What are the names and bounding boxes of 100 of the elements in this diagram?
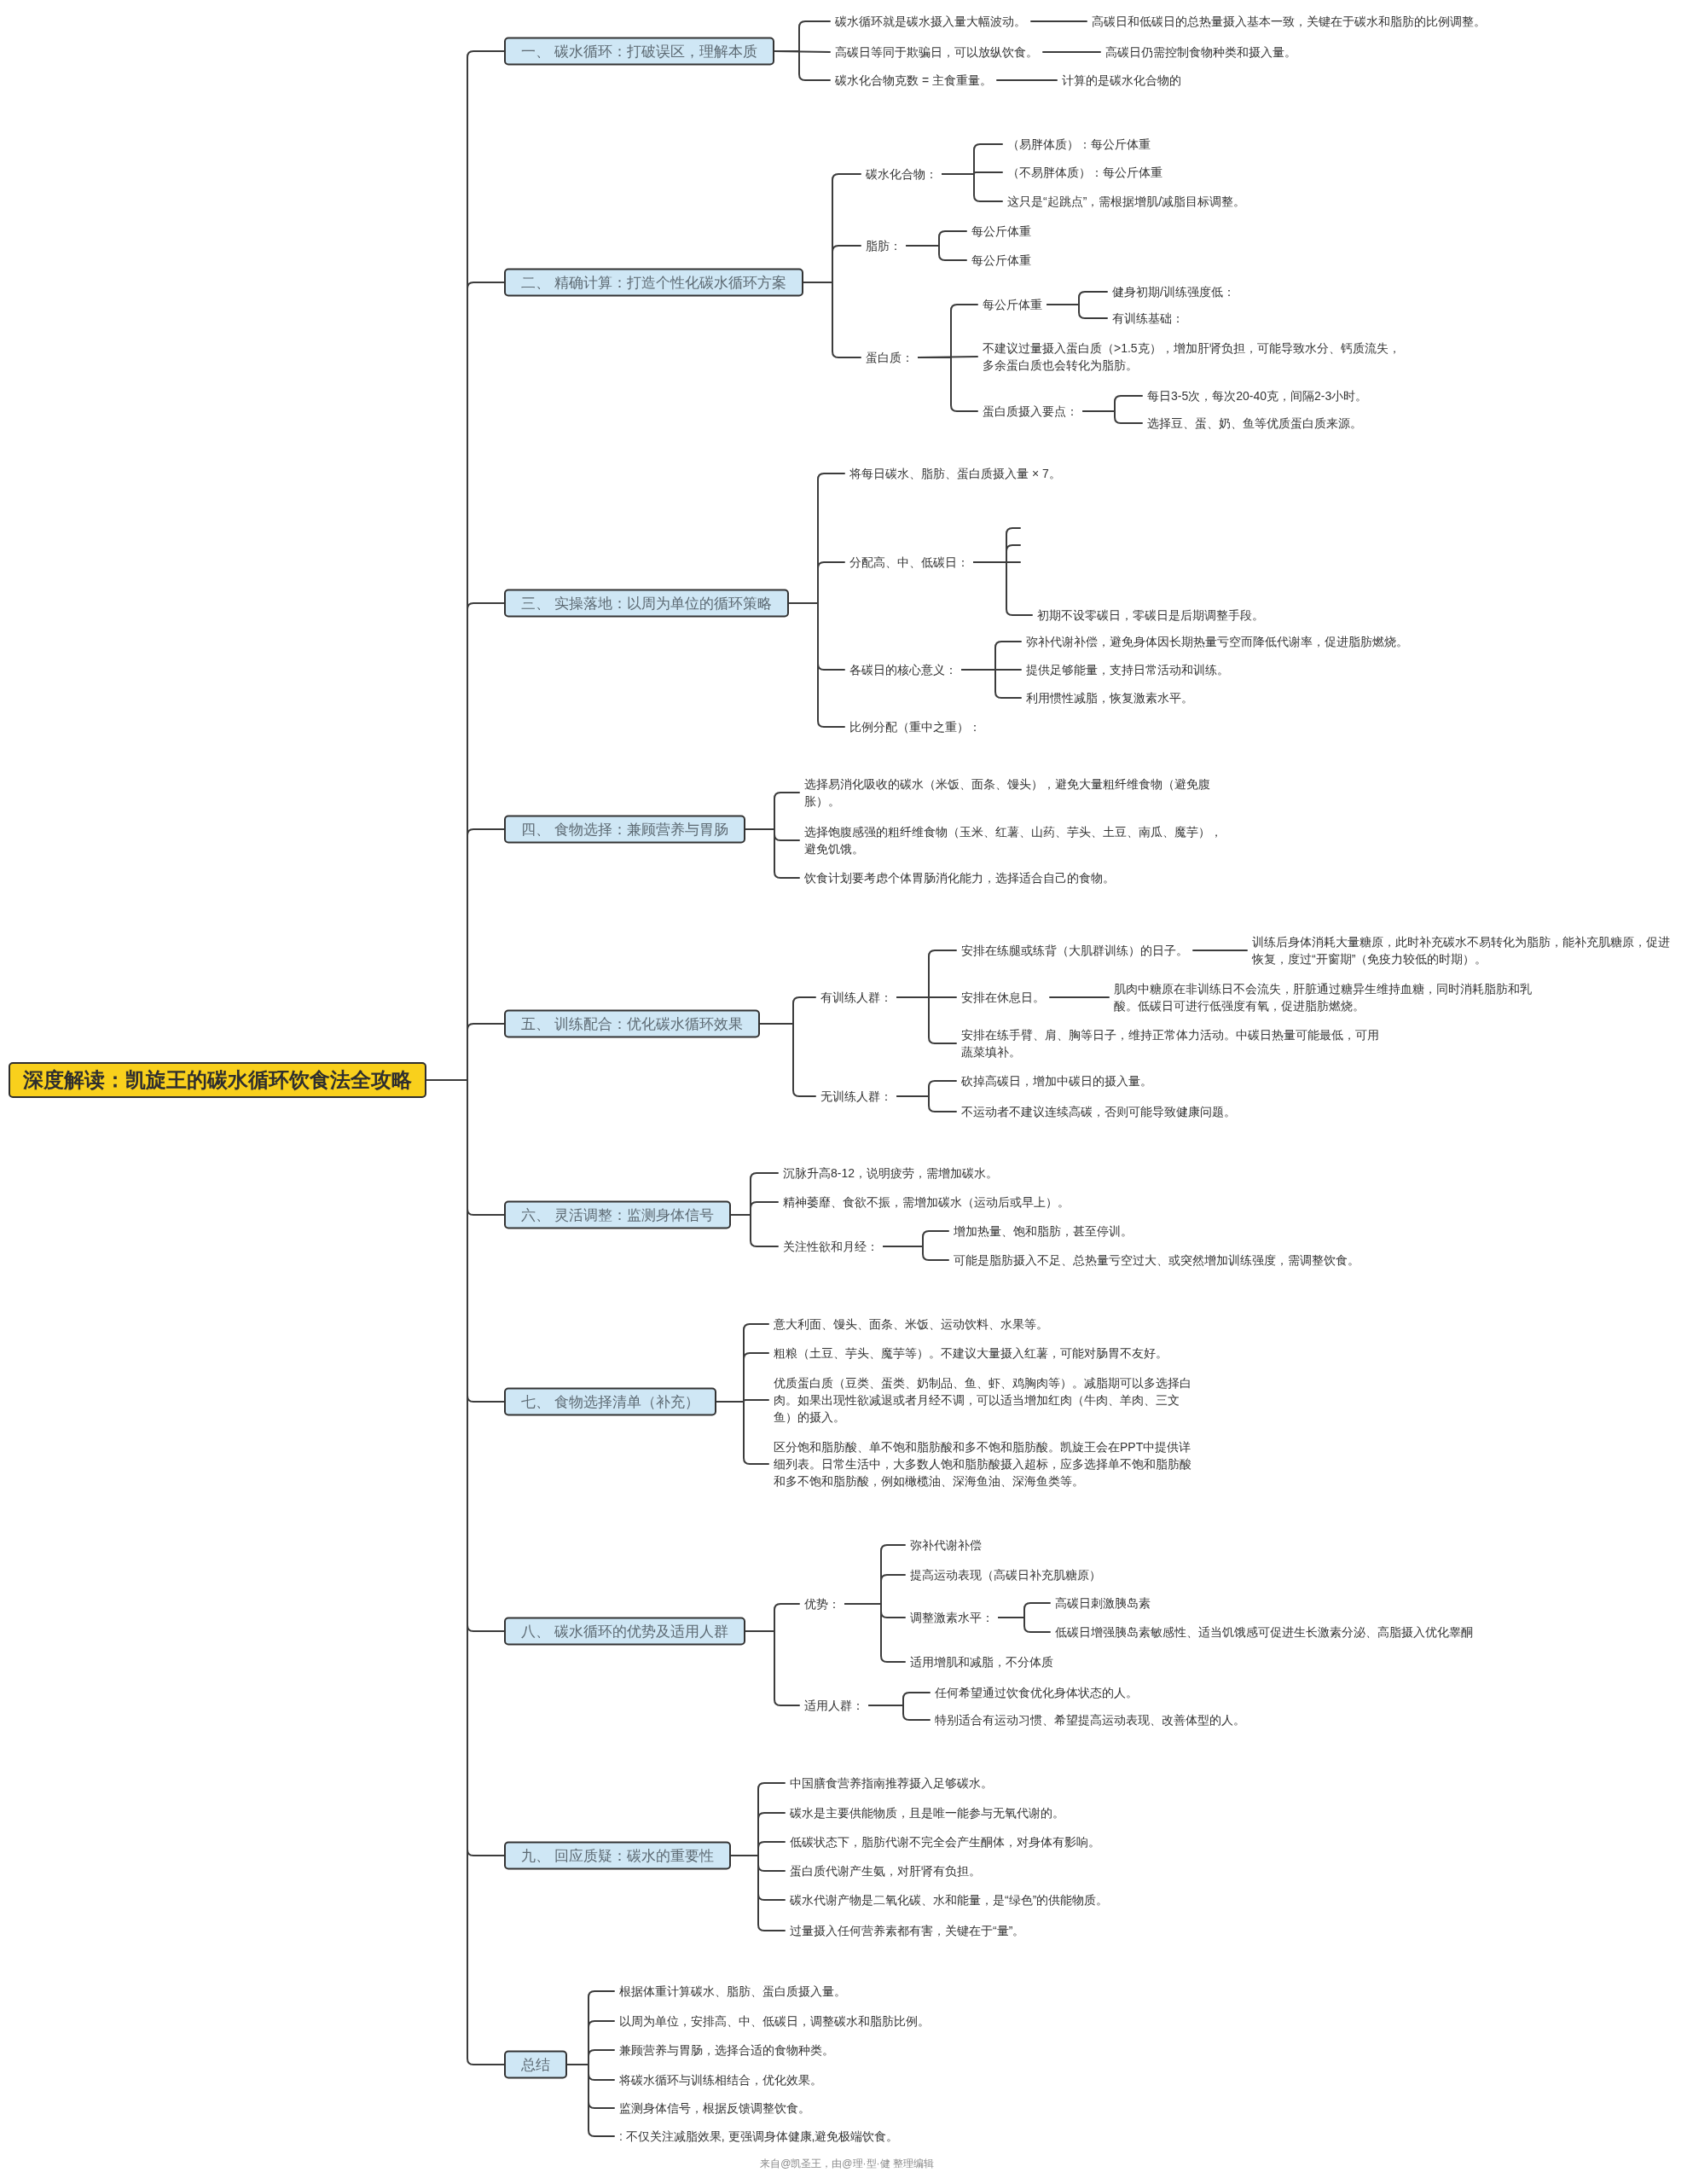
topic-box: 四、 食物选择：兼顾营养与胃肠 (504, 815, 745, 844)
branch-text: 根据体重计算碳水、脂肪、蛋白质摄入量。 (614, 1983, 851, 2000)
topic-box: 一、 碳水循环：打破误区，理解本质 (504, 37, 774, 66)
branch-text: 碳水是主要供能物质，且是唯一能参与无氧代谢的。 (785, 1804, 1070, 1821)
branch-text: 选择豆、蛋、奶、鱼等优质蛋白质来源。 (1142, 415, 1367, 432)
branch-line (566, 2064, 615, 2137)
branch-line (995, 79, 1058, 81)
branch-line (787, 602, 845, 728)
branch-line (1047, 304, 1108, 319)
branch-text: 不运动者不建议连续高碳，否则可能导致健康问题。 (956, 1103, 1241, 1120)
branch-text: 优势： (799, 1595, 845, 1612)
topic-box: 二、 精确计算：打造个性化碳水循环方案 (504, 268, 803, 297)
branch-text: 有训练人群： (815, 989, 897, 1006)
branch-line (998, 1617, 1051, 1633)
branch-text: 意大利面、馒头、面条、米饭、运动饮料、水果等。 (768, 1316, 1053, 1333)
branch-text: 蛋白质摄入要点： (977, 403, 1083, 420)
topic-box: 三、 实操落地：以周为单位的循环策略 (504, 589, 789, 618)
branch-text: 高碳日仍需控制食物种类和摄入量。 (1100, 44, 1302, 61)
branch-line (758, 1023, 816, 1097)
branch-text: 肌肉中糖原在非训练日不会流失，肝脏通过糖异生维持血糖，同时消耗脂肪和乳酸。低碳日可进行低强度有氧，促进脂肪燃烧。 (1109, 980, 1540, 1014)
branch-text: 蛋白质代谢产生氨，对肝肾有负担。 (785, 1862, 986, 1879)
branch-text: 碳水循环就是碳水摄入量大幅波动。 (830, 13, 1031, 30)
branch-text: 高碳日和低碳日的总热量摄入基本一致，关键在于碳水和脂肪的比例调整。 (1087, 13, 1491, 30)
branch-text: 脂肪： (861, 237, 907, 254)
branch-text: 利用惯性减脂，恢复激素水平。 (1021, 689, 1198, 706)
branch-text: 比例分配（重中之重）： (844, 718, 986, 735)
topic-box: 七、 食物选择清单（补充） (504, 1387, 716, 1416)
branch-text: （易胖体质）：每公斤体重 (1002, 136, 1156, 153)
branch-line (961, 669, 1022, 699)
branch-line (942, 173, 1003, 202)
branch-line (1049, 996, 1110, 998)
branch-text: 调整激素水平： (905, 1609, 999, 1626)
branch-line (1042, 51, 1101, 53)
branch-text: 饮食计划要考虑个体胃肠消化能力，选择适合自己的食物。 (799, 869, 1120, 886)
branch-text: 初期不设零碳日，零碳日是后期调整手段。 (1032, 607, 1269, 624)
branch-text: 沉脉升高8-12，说明疲劳，需增加碳水。 (778, 1165, 1004, 1182)
branch-line (883, 1246, 949, 1261)
branch-text: 监测身体信号，根据反馈调整饮食。 (614, 2100, 815, 2117)
branch-line (896, 996, 957, 1044)
source-note: 来自@凯圣王，由@理·型·健 整理编辑 (760, 2157, 934, 2170)
branch-text: 安排在练手臂、肩、胸等日子，维持正常体力活动。中碳日热量可能最低，可用蔬菜填补。 (956, 1026, 1388, 1060)
branch-text: 安排在休息日。 (956, 989, 1050, 1006)
branch-line (906, 245, 967, 261)
branch-text: 任何希望通过饮食优化身体状态的人。 (930, 1684, 1143, 1701)
branch-text: 碳水化合物克数 = 主食重量。 (830, 72, 997, 89)
branch-line (729, 1214, 779, 1247)
branch-text: 过量摄入任何营养素都有害，关键在于“量”。 (785, 1922, 1030, 1939)
branch-text: 不建议过量摄入蛋白质（>1.5克），增加肝肾负担，可能导致水分、钙质流失，多余蛋白质也会转化为脂肪。 (977, 340, 1411, 374)
branch-text: 粗粮（土豆、芋头、魔芋等）。不建议大量摄入红薯，可能对肠胃不友好。 (768, 1345, 1173, 1362)
branch-text: 健身初期/训练强度低： (1107, 283, 1240, 300)
branch-text: 优质蛋白质（豆类、蛋类、奶制品、鱼、虾、鸡胸肉等）。减脂期可以多选择白肉。如果出现性欲减退或者月经不调，可以适当增加红肉（牛肉、羊肉、三文鱼）的摄入。 (768, 1374, 1200, 1426)
branch-text: 适用增肌和减脂，不分体质 (905, 1653, 1058, 1670)
branch-text: 增加热量、饱和脂肪，甚至停训。 (948, 1223, 1138, 1240)
branch-line (1030, 20, 1087, 22)
branch-line (973, 561, 1033, 616)
branch-line (744, 1630, 800, 1706)
branch-line (715, 1401, 769, 1465)
branch-text: 低碳状态下，脂肪代谢不完全会产生酮体，对身体有影响。 (785, 1833, 1105, 1850)
branch-text: 中国膳食营养指南推荐摄入足够碳水。 (785, 1774, 998, 1792)
branch-text: 将碳水循环与训练相结合，优化效果。 (614, 2071, 827, 2088)
branch-text: 计算的是碳水化合物的 (1057, 72, 1186, 89)
branch-text: 无训练人群： (815, 1088, 897, 1105)
branch-line (1192, 950, 1248, 951)
branch-text: 选择易消化吸收的碳水（米饭、面条、馒头），避免大量粗纤维食物（避免腹胀）。 (799, 775, 1221, 810)
branch-text: 选择饱腹感强的粗纤维食物（玉米、红薯、山药、芋头、土豆、南瓜、魔芋），避免饥饿。 (799, 823, 1231, 857)
branch-line (844, 1603, 906, 1663)
branch-text: 每日3-5次，每次20-40克，间隔2-3小时。 (1142, 387, 1373, 404)
branch-text: 提高运动表现（高碳日补充肌糖原） (905, 1566, 1106, 1583)
branch-text: 蛋白质： (861, 349, 919, 366)
branch-text: 区分饱和脂肪酸、单不饱和脂肪酸和多不饱和脂肪酸。凯旋王会在PPT中提供详细列表。日常生活中，大多数人饱和脂肪酸摄入超标，应多选择单不饱和脂肪酸和多不饱和脂肪酸，例如橄榄油、深海鱼油、深海鱼类等。 (768, 1438, 1200, 1490)
branch-text: 每公斤体重 (977, 296, 1047, 313)
topic-box: 六、 灵活调整：监测身体信号 (504, 1200, 731, 1229)
branch-text: 训练后身体消耗大量糖原，此时补充碳水不易转化为脂肪，能补充肌糖原，促进恢复，度过“开窗期”（免疫力较低的时期）。 (1247, 933, 1679, 967)
branch-line (868, 1705, 931, 1721)
branch-text: 这只是“起跳点”，需根据增肌/减脂目标调整。 (1002, 193, 1251, 210)
branch-text: 关注性欲和月经： (778, 1238, 884, 1255)
topic-box: 八、 碳水循环的优势及适用人群 (504, 1617, 745, 1646)
branch-text: 砍掉高碳日，增加中碳日的摄入量。 (956, 1072, 1157, 1089)
branch-text: 低碳日增强胰岛素敏感性、适当饥饿感可促进生长激素分泌、高脂摄入优化睾酮 (1050, 1623, 1478, 1641)
branch-text: 兼顾营养与胃肠，选择合适的食物种类。 (614, 2042, 839, 2059)
topic-box: 总结 (504, 2050, 567, 2079)
topic-box: 五、 训练配合：优化碳水循环效果 (504, 1009, 760, 1038)
branch-text: 精神萎靡、食欲不振，需增加碳水（运动后或早上）。 (778, 1194, 1075, 1211)
branch-text: 各碳日的核心意义： (844, 661, 962, 678)
branch-text: 高碳日等同于欺骗日，可以放纵饮食。 (830, 44, 1043, 61)
branch-line (802, 282, 861, 358)
root-topic-box: 深度解读：凯旋王的碳水循环饮食法全攻略 (9, 1062, 426, 1098)
branch-text: 高碳日刺激胰岛素 (1050, 1594, 1156, 1612)
branch-text: 适用人群： (799, 1697, 869, 1714)
branch-line (896, 1095, 957, 1112)
branch-text: 以周为单位，安排高、中、低碳日，调整碳水和脂肪比例。 (614, 2013, 935, 2030)
branch-text: 每公斤体重 (966, 223, 1036, 240)
branch-text: 碳水代谢产物是二氧化碳、水和能量，是“绿色”的供能物质。 (785, 1891, 1114, 1908)
branch-line (773, 50, 831, 81)
branch-text: 分配高、中、低碳日： (844, 554, 974, 571)
branch-text: 特别适合有运动习惯、希望提高运动表现、改善体型的人。 (930, 1711, 1250, 1728)
branch-text: 每公斤体重 (966, 252, 1036, 269)
branch-text: : 不仅关注减脂效果, 更强调身体健康,避免极端饮食。 (614, 2128, 904, 2145)
branch-text: 有训练基础： (1107, 310, 1189, 327)
branch-text: 安排在练腿或练背（大肌群训练）的日子。 (956, 942, 1193, 959)
